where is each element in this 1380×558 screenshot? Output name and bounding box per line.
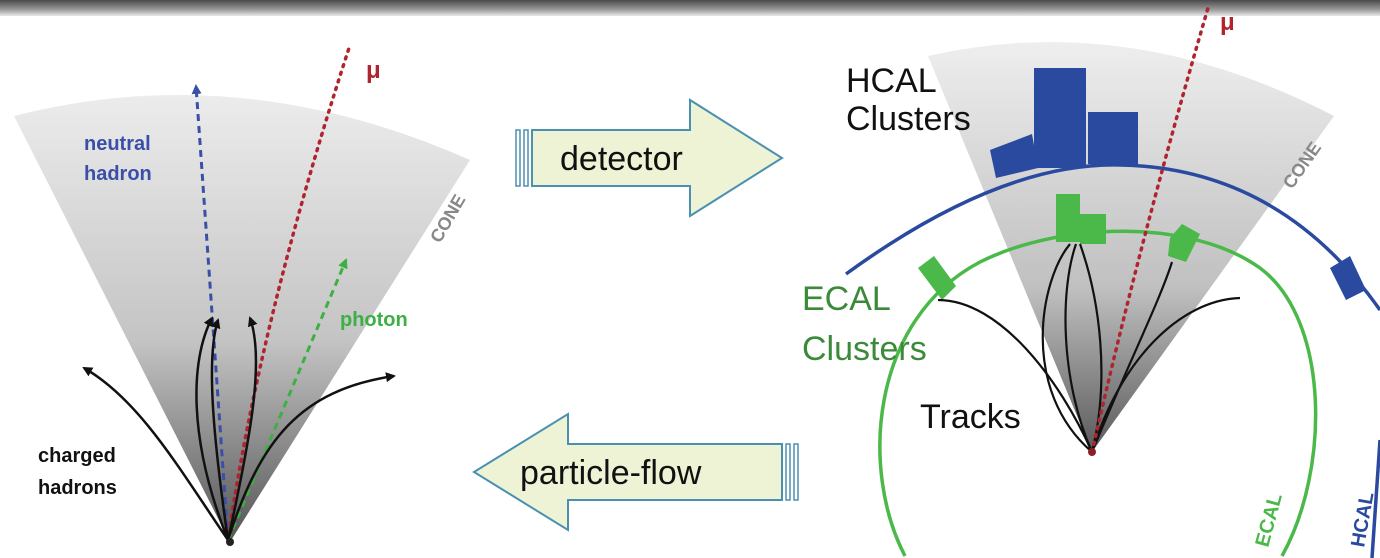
muon-track-left <box>226 43 352 542</box>
right-detector-panel: HCAL Clusters ECAL Clusters Tracks μ CON… <box>802 6 1380 558</box>
hcal-ring <box>844 163 1380 312</box>
tracks-label: Tracks <box>920 398 1021 436</box>
ecal-ring-label: ECAL <box>1252 491 1287 549</box>
muon-label-left: μ <box>366 57 381 84</box>
left-vertex <box>226 538 234 546</box>
top-shadow-bar <box>0 0 1380 16</box>
charged-hadrons-label-line2: hadrons <box>38 477 117 499</box>
detector-arrow-label: detector <box>560 140 683 178</box>
particle-flow-arrow-label: particle-flow <box>520 454 702 492</box>
neutral-hadron-track <box>191 84 230 541</box>
left-jet-panel: neutral hadron photon charged hadrons μ … <box>14 43 470 546</box>
detector-arrow: detector <box>515 98 784 218</box>
tracks <box>937 243 1241 453</box>
charged-hadron-tracks <box>82 316 396 541</box>
hcal-clusters-label-line1: HCAL <box>846 62 937 100</box>
ecal-clusters <box>918 194 1200 300</box>
charged-hadrons-label-line1: charged <box>38 445 116 467</box>
neutral-hadron-label-line1: neutral <box>84 133 151 155</box>
ecal-ring <box>878 229 1318 557</box>
right-vertex <box>1088 448 1096 456</box>
photon-label: photon <box>340 309 408 331</box>
muon-label-right: μ <box>1220 9 1235 36</box>
hcal-ring-lower <box>1370 439 1380 558</box>
ecal-clusters-label-line1: ECAL <box>802 280 891 318</box>
ecal-clusters-label-line2: Clusters <box>802 330 927 368</box>
muon-track-right <box>1090 6 1210 454</box>
particle-flow-arrow: particle-flow <box>472 412 799 532</box>
neutral-hadron-label-line2: hadron <box>84 163 152 185</box>
right-cone <box>928 42 1334 452</box>
photon-track <box>226 258 348 541</box>
hcal-clusters-label-line2: Clusters <box>846 100 971 138</box>
hcal-clusters <box>990 68 1366 300</box>
left-cone <box>14 94 470 542</box>
